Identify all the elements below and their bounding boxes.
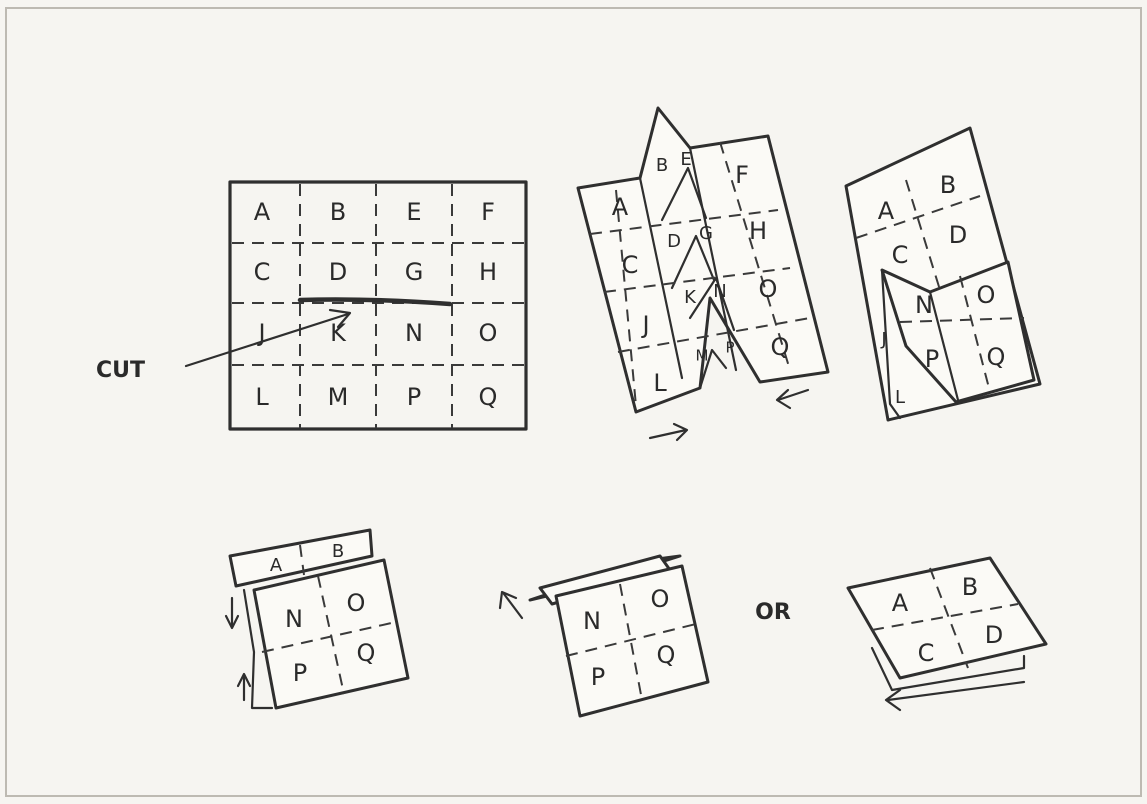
cell-label: N [915, 291, 933, 319]
grid-cell-label: Q [479, 383, 498, 411]
step2-zigzag: A C J L B E D G K N M P F H O Q [578, 108, 828, 440]
cell-label: A [892, 589, 909, 617]
arrow-left-icon [888, 682, 1024, 700]
cell-label: C [892, 241, 909, 269]
cell-label: O [977, 281, 996, 309]
grid-cell-label: M [328, 383, 349, 411]
grid-cell-label: G [405, 258, 424, 286]
step4-booklet: A B N O P Q [226, 530, 408, 708]
cell-label: O [651, 585, 670, 613]
cell-label: L [895, 387, 905, 408]
grid-cell-label: C [254, 258, 271, 286]
cell-label: D [667, 231, 681, 252]
cell-label: J [880, 329, 886, 350]
cell-label: A [612, 193, 629, 221]
cell-label: O [759, 275, 778, 303]
grid-cell-label: B [330, 198, 346, 226]
grid-cell-label: A [254, 198, 271, 226]
cell-label: F [735, 161, 749, 189]
cell-label: N [713, 281, 726, 302]
cell-label: P [925, 345, 939, 373]
grid-cell-label: D [329, 258, 347, 286]
cell-label: Q [771, 333, 790, 361]
cell-label: M [696, 347, 709, 365]
cell-label: G [699, 223, 713, 244]
step3-booklet: A B C D N O P Q J L [846, 128, 1040, 420]
cell-label: P [591, 663, 605, 691]
cell-label: C [622, 251, 639, 279]
or-label: OR [755, 600, 791, 625]
step5-booklet: N O P Q OR [500, 556, 791, 716]
cell-label: D [985, 621, 1003, 649]
grid-cell-label: L [255, 383, 269, 411]
cell-label: A [878, 197, 895, 225]
cell-label: E [680, 149, 691, 170]
cell-label: N [285, 605, 303, 633]
grid-cell-label: K [330, 319, 347, 347]
grid-cell-label: F [481, 198, 495, 226]
cell-label: A [270, 555, 283, 576]
cell-label: H [749, 217, 767, 245]
grid-cell-label: N [405, 319, 423, 347]
cell-label: N [583, 607, 601, 635]
cell-label: Q [657, 641, 676, 669]
grid-cell-label: P [407, 383, 421, 411]
grid-cell-label: E [406, 198, 421, 226]
cell-label: J [640, 311, 649, 339]
cell-label: D [949, 221, 967, 249]
cell-label: O [347, 589, 366, 617]
grid-cell-label: H [479, 258, 497, 286]
zigzag-sheet [578, 108, 828, 412]
cell-label: Q [357, 639, 376, 667]
cell-label: B [656, 155, 668, 176]
cell-label: P [725, 339, 734, 357]
sheet-front [254, 560, 408, 708]
cell-label: B [962, 573, 978, 601]
cell-label: C [918, 639, 935, 667]
step1-grid: A B E F C D G H J K N O L M P Q CUT [96, 182, 526, 429]
grid-cell-label: O [479, 319, 498, 347]
cell-label: B [940, 171, 956, 199]
cell-label: L [653, 369, 667, 397]
cell-label: K [684, 287, 697, 308]
step6-booklet: A B C D [848, 558, 1046, 710]
cut-pointer-line [186, 314, 348, 366]
cell-label: P [293, 659, 307, 687]
cell-label: B [332, 541, 344, 562]
cell-label: Q [987, 343, 1006, 371]
cut-label: CUT [96, 358, 145, 383]
